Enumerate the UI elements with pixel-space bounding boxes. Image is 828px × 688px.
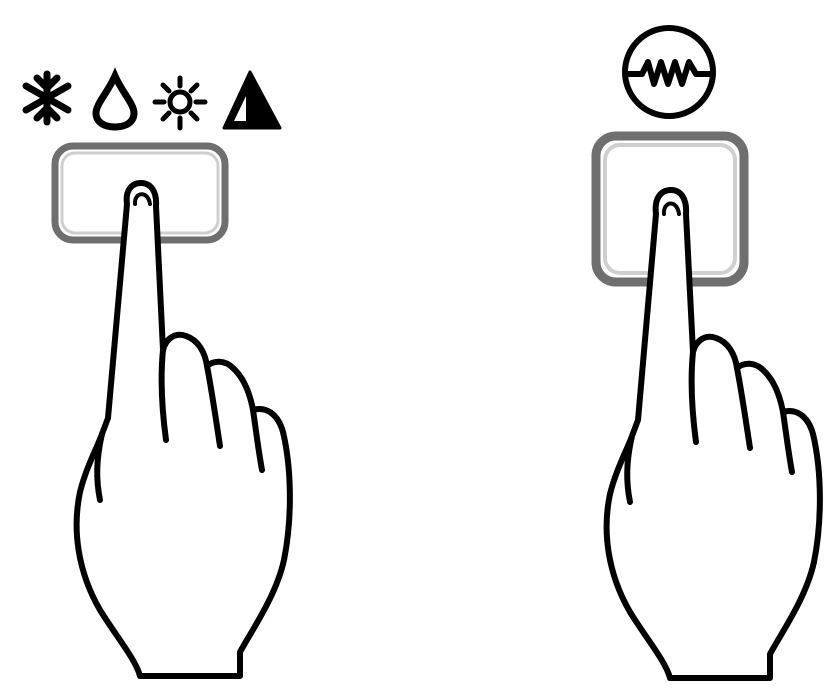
mode-icons-row — [26, 72, 280, 128]
snowflake-icon — [26, 74, 68, 122]
mode-button-illustration — [0, 0, 414, 688]
sun-icon — [155, 78, 205, 128]
pointing-hand — [77, 183, 290, 676]
triangle-icon — [224, 72, 280, 128]
mode-button-panel — [0, 0, 414, 688]
heater-coil-icon — [625, 28, 713, 116]
heater-button-panel — [414, 0, 828, 688]
water-drop-icon — [96, 76, 134, 127]
heater-button-illustration — [414, 0, 828, 688]
